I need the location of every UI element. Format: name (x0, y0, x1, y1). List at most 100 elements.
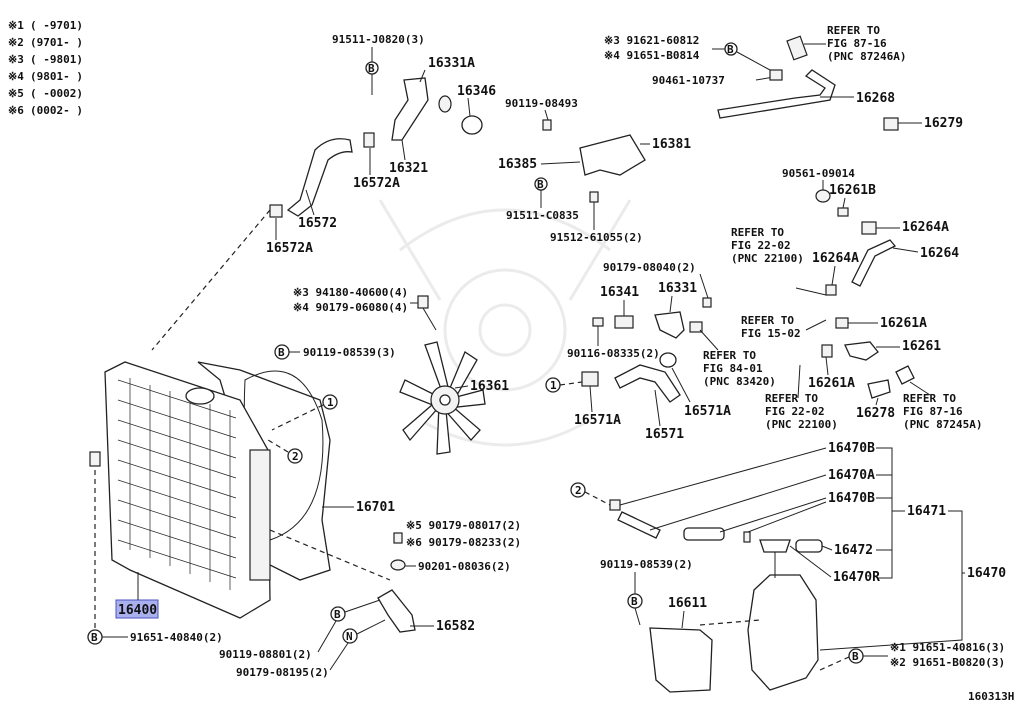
legend-range-6: (0002- ) (30, 104, 83, 117)
overflow-hose-icon (617, 511, 661, 539)
part-label-91511-C0835[interactable]: 91511-C0835 (506, 209, 579, 222)
watermark-emblem (378, 199, 632, 447)
tank-bracket-16611-icon (649, 627, 713, 693)
part-label-16261A-b[interactable]: 16261A (808, 376, 855, 391)
part-label-90119-08493[interactable]: 90119-08493 (505, 97, 578, 110)
part-label-16572[interactable]: 16572 (298, 216, 337, 231)
part-label-16341[interactable]: 16341 (600, 285, 639, 300)
part-label-90561-09014[interactable]: 90561-09014 (782, 167, 855, 180)
svg-text:FIG 84-01: FIG 84-01 (703, 362, 763, 375)
part-label-16400[interactable]: 16400 (118, 603, 157, 618)
part-label-90179-08040[interactable]: 90179-08040(2) (603, 261, 696, 274)
hose-pipe-icon (683, 527, 725, 541)
part-label-16470R[interactable]: 16470R (833, 570, 880, 585)
refer-note-fig87-16-top[interactable]: REFER TO FIG 87-16 (PNC 87246A) (827, 24, 906, 63)
refer-note-fig87-16-bottom[interactable]: REFER TO FIG 87-16 (PNC 87245A) (903, 392, 982, 431)
part-label-16571[interactable]: 16571 (645, 427, 684, 442)
part-label-16611[interactable]: 16611 (668, 596, 707, 611)
part-label-16470A[interactable]: 16470A (828, 468, 875, 483)
part-label-16346[interactable]: 16346 (457, 84, 496, 99)
svg-text:1: 1 (327, 396, 334, 409)
hose-16472-icon (795, 539, 823, 553)
part-label-90119-08801[interactable]: 90119-08801(2) (219, 648, 312, 661)
stud-icon (592, 317, 604, 327)
bracket-16381-icon (579, 134, 646, 176)
part-label-90179-08233[interactable]: ※6 90179-08233(2) (406, 536, 521, 549)
part-label-91511-J0820[interactable]: 91511-J0820(3) (332, 33, 425, 46)
part-label-91651-B0820[interactable]: ※2 91651-B0820(3) (890, 656, 1005, 669)
clamp-16261A-icon (835, 317, 849, 329)
part-label-91512-61055[interactable]: 91512-61055(2) (550, 231, 643, 244)
svg-text:FIG 22-02: FIG 22-02 (731, 239, 791, 252)
bolt-icon (393, 532, 403, 544)
part-label-91621-60812[interactable]: ※3 91621-60812 (604, 34, 699, 47)
part-label-91651-40816[interactable]: ※1 91651-40816(3) (890, 641, 1005, 654)
part-label-90116-08335[interactable]: 90116-08335(2) (567, 347, 660, 360)
lower-hose-group: 90179-08040(2) 16341 16331 90116-08335(2… (545, 261, 776, 442)
part-label-16701[interactable]: 16701 (356, 500, 395, 515)
part-label-16264A-a[interactable]: 16264A (902, 220, 949, 235)
part-label-16571A-a[interactable]: 16571A (574, 413, 621, 428)
part-label-16261A-a[interactable]: 16261A (880, 316, 927, 331)
part-label-91651-B0814[interactable]: ※4 91651-B0814 (604, 49, 700, 62)
clamp-icon (609, 499, 621, 511)
part-label-16381[interactable]: 16381 (652, 137, 691, 152)
part-label-94180-40600[interactable]: ※3 94180-40600(4) (293, 286, 408, 299)
refer-note-fig15-02[interactable]: REFER TO FIG 15-02 (741, 314, 801, 340)
part-label-90461-10737[interactable]: 90461-10737 (652, 74, 725, 87)
part-label-16331A[interactable]: 16331A (428, 56, 475, 71)
part-label-16278[interactable]: 16278 (856, 406, 895, 421)
hose-clamp-16264A-icon (861, 221, 877, 235)
svg-text:REFER TO: REFER TO (765, 392, 818, 405)
part-label-16268[interactable]: 16268 (856, 91, 895, 106)
part-label-16385[interactable]: 16385 (498, 157, 537, 172)
part-label-90119-08539-b[interactable]: 90119-08539(2) (600, 558, 693, 571)
svg-text:REFER TO: REFER TO (903, 392, 956, 405)
svg-text:1: 1 (550, 379, 557, 392)
part-label-16571A-b[interactable]: 16571A (684, 404, 731, 419)
diagram-code: 160313H (968, 690, 1014, 703)
part-label-16572A-top[interactable]: 16572A (353, 176, 400, 191)
legend-range-1: ( -9701) (30, 19, 83, 32)
part-label-16470[interactable]: 16470 (967, 566, 1006, 581)
part-label-16264A-b[interactable]: 16264A (812, 251, 859, 266)
nut-icon (589, 191, 599, 203)
svg-text:REFER TO: REFER TO (731, 226, 784, 239)
part-label-16331[interactable]: 16331 (658, 281, 697, 296)
part-label-91651-40840[interactable]: 91651-40840(2) (130, 631, 223, 644)
part-label-90179-08017[interactable]: ※5 90179-08017(2) (406, 519, 521, 532)
svg-text:(PNC 87245A): (PNC 87245A) (903, 418, 982, 431)
part-label-16471[interactable]: 16471 (907, 504, 946, 519)
refer-note-fig22-02-bottom[interactable]: REFER TO FIG 22-02 (PNC 22100) (765, 392, 838, 431)
part-label-16279[interactable]: 16279 (924, 116, 963, 131)
part-label-16361[interactable]: 16361 (470, 379, 509, 394)
part-label-16264[interactable]: 16264 (920, 246, 959, 261)
refer-note-fig84-01[interactable]: REFER TO FIG 84-01 (PNC 83420) (703, 349, 776, 388)
part-label-16261B[interactable]: 16261B (829, 183, 876, 198)
water-pipe-group: ※3 91621-60812 ※4 91651-B0814 B 90461-10… (604, 24, 963, 131)
refer-note-fig22-02-top[interactable]: REFER TO FIG 22-02 (PNC 22100) (731, 226, 804, 265)
part-label-16470B-a[interactable]: 16470B (828, 441, 875, 456)
radiator-group: B 90119-08539(3) 16701 1 2 16400 B 91651… (87, 209, 396, 645)
part-label-90201-08036[interactable]: 90201-08036(2) (418, 560, 511, 573)
part-label-90179-08195[interactable]: 90179-08195(2) (236, 666, 329, 679)
radiator-16400-icon (104, 361, 271, 619)
svg-text:(PNC 83420): (PNC 83420) (703, 375, 776, 388)
inlet-hose-group: 91511-J0820(3) B 16331A 16346 16321 1657… (266, 33, 496, 256)
clamp-icon (825, 284, 837, 296)
legend-mark-5: ※5 (8, 87, 24, 100)
gasket-icon (461, 115, 483, 135)
part-label-16470B-b[interactable]: 16470B (828, 491, 875, 506)
thermostat-icon (438, 95, 452, 113)
part-label-90119-08539-a[interactable]: 90119-08539(3) (303, 346, 396, 359)
part-label-90179-06080[interactable]: ※4 90179-06080(4) (293, 301, 408, 314)
part-label-16572A-bottom[interactable]: 16572A (266, 241, 313, 256)
highlight-box (115, 599, 159, 619)
bracket-group: 90119-08493 16381 16385 B 91511-C0835 91… (498, 97, 691, 244)
part-label-16582[interactable]: 16582 (436, 619, 475, 634)
hose-clamp-16571A-icon (581, 371, 599, 387)
part-label-16261[interactable]: 16261 (902, 339, 941, 354)
part-label-16472[interactable]: 16472 (834, 543, 873, 558)
part-label-16321[interactable]: 16321 (389, 161, 428, 176)
reserve-tank-group: 2 16470B 16470A 16470B 16471 16472 16470… (570, 441, 1006, 693)
